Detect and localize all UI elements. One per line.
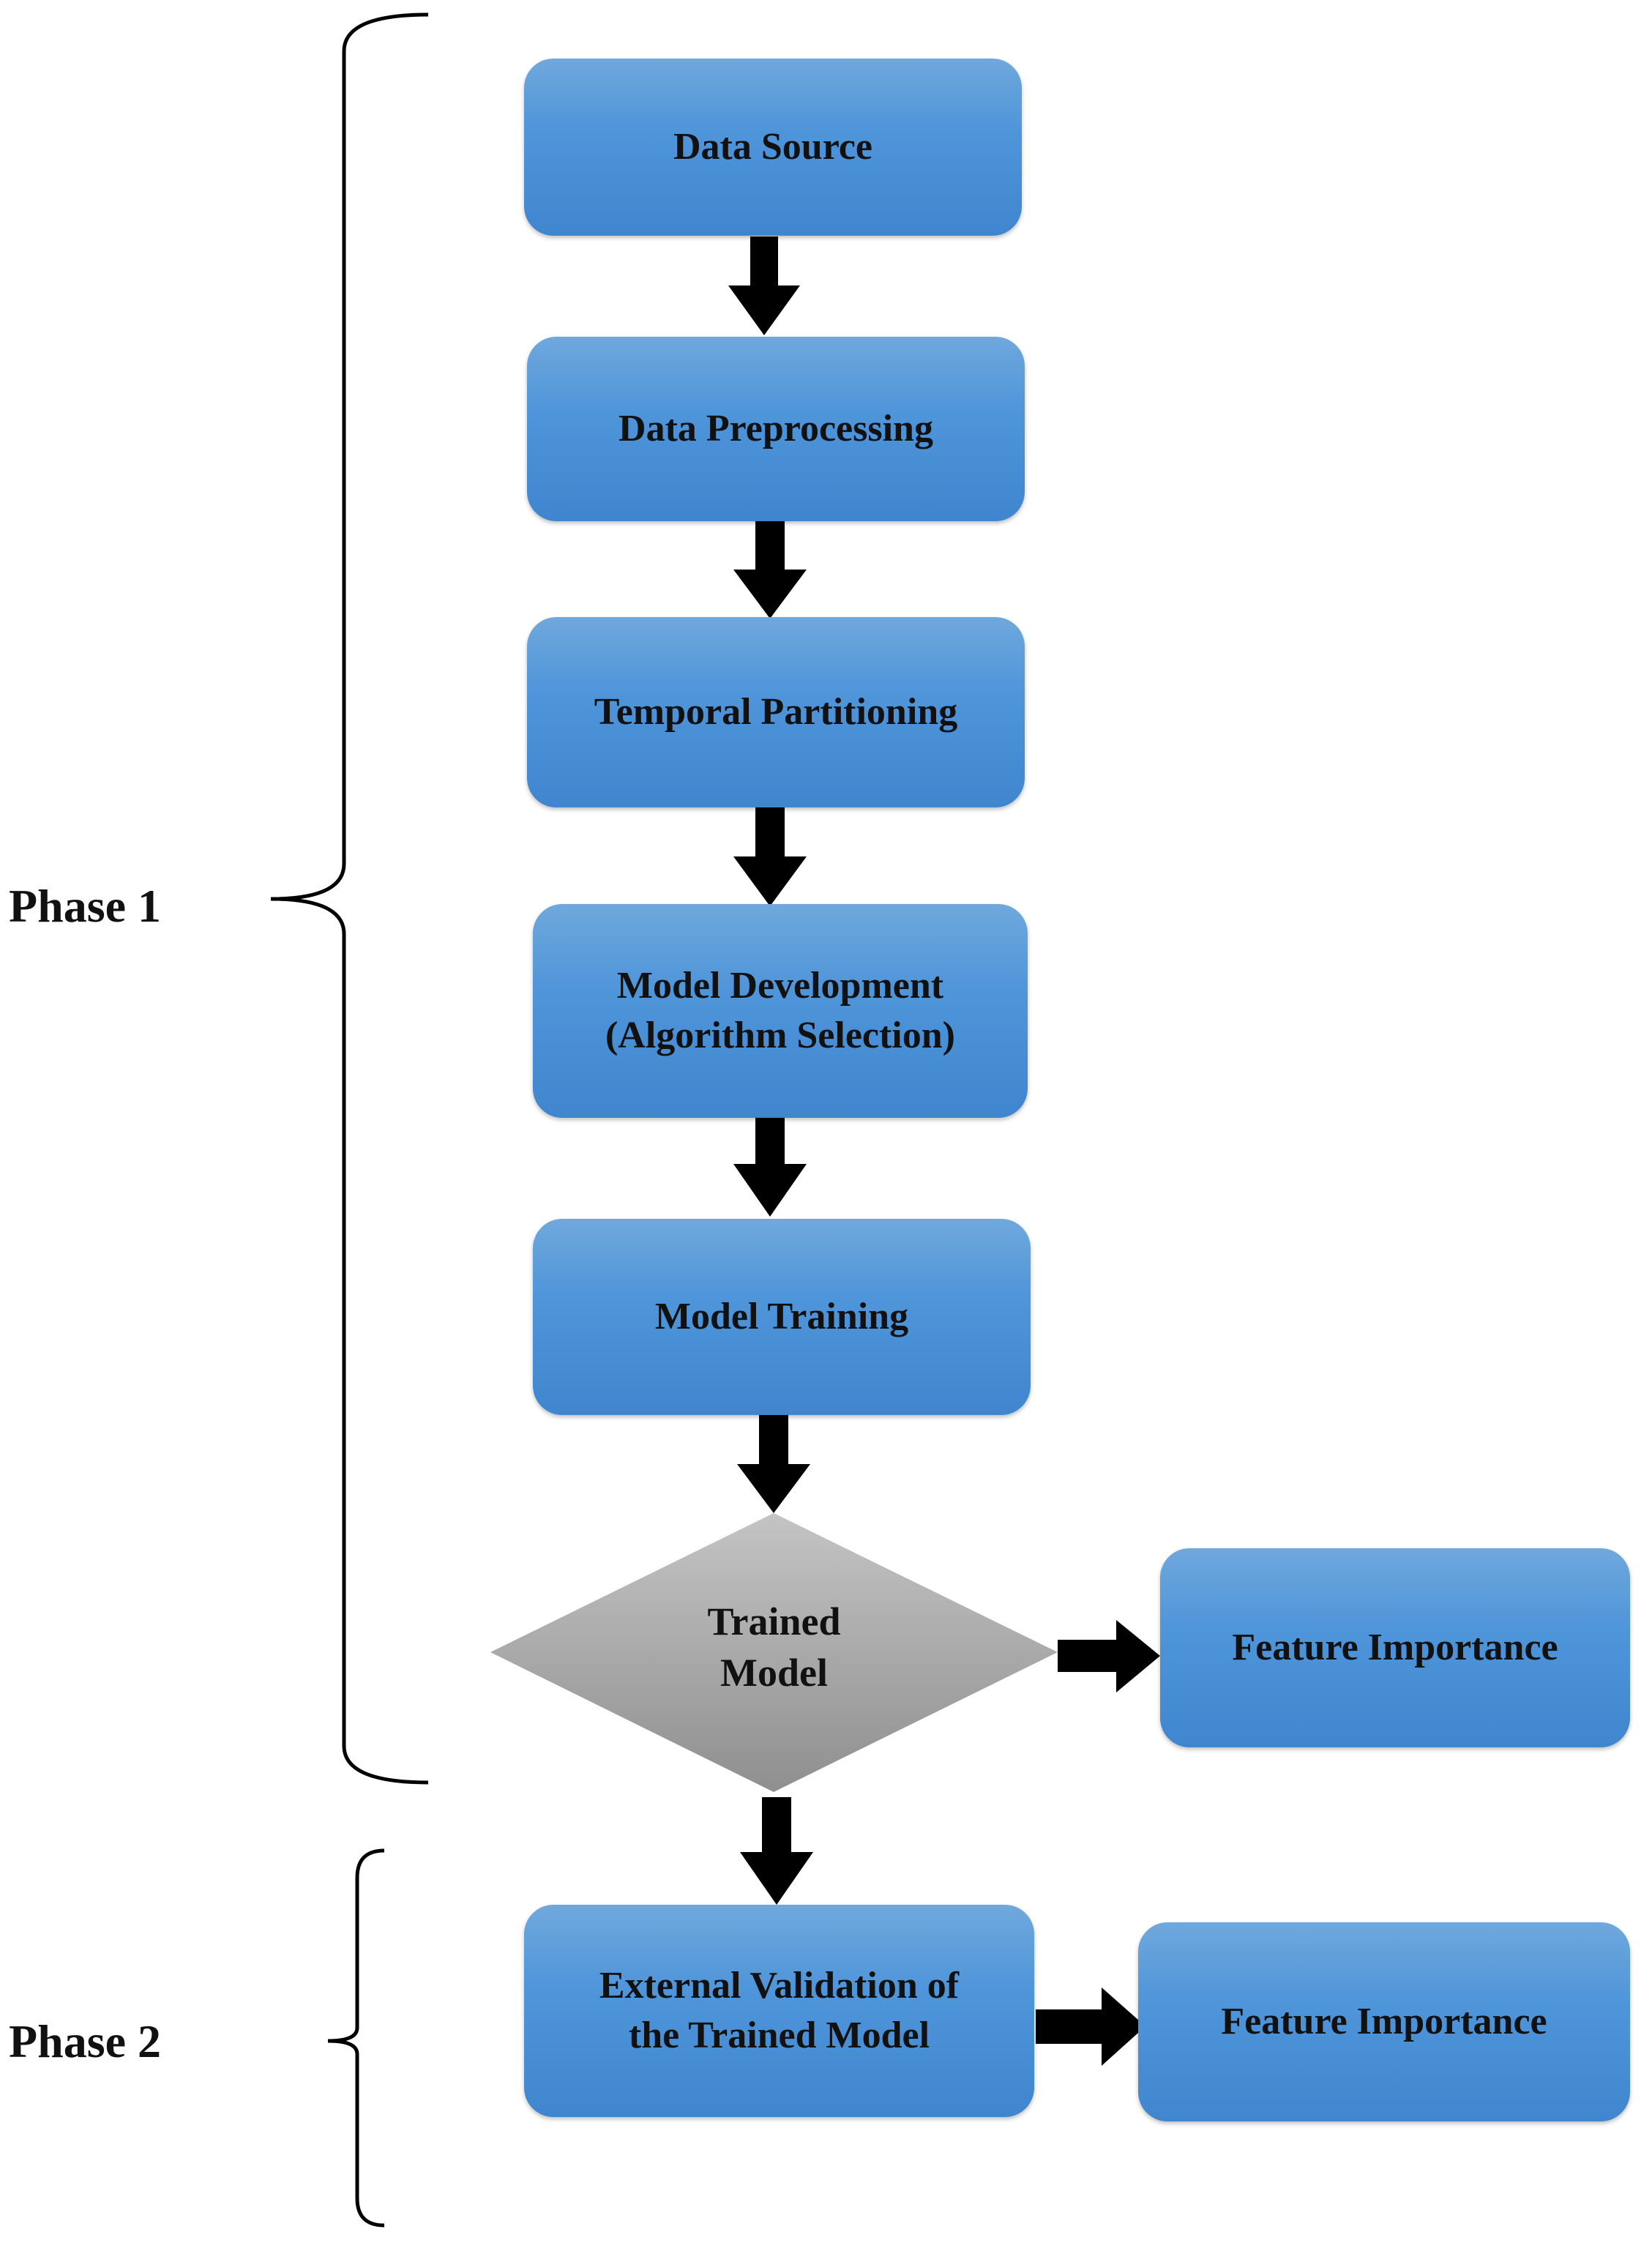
data-source-box: Data Source: [524, 59, 1022, 236]
arrow-validation-to-feature-importance: [1036, 1987, 1145, 2066]
trained-model-diamond: [490, 1513, 1058, 1792]
data-preprocessing-label: Data Preprocessing: [618, 408, 933, 450]
external-validation-line2: the Trained Model: [628, 2015, 930, 2056]
model-development-line1: Model Development: [616, 965, 944, 1007]
right-arrows: [1036, 1620, 1160, 2066]
arrow-development-to-training: [733, 1116, 807, 1217]
external-validation-line1: External Validation of: [599, 1965, 960, 2007]
data-source-label: Data Source: [673, 126, 872, 168]
feature-importance-label-2: Feature Importance: [1221, 2001, 1547, 2043]
feature-importance-box-1: Feature Importance: [1160, 1548, 1630, 1747]
external-validation-label: External Validation of the Trained Model: [599, 1961, 959, 2060]
model-development-box: Model Development (Algorithm Selection): [533, 904, 1028, 1118]
temporal-partitioning-box: Temporal Partitioning: [527, 617, 1025, 807]
phase2-brace: [327, 1848, 385, 2228]
arrow-training-to-decision: [737, 1414, 810, 1513]
trained-model-line1: Trained: [707, 1599, 841, 1643]
trained-model-label: Trained Model: [637, 1585, 911, 1709]
feature-importance-label-1: Feature Importance: [1232, 1627, 1558, 1669]
phase1-brace: [270, 12, 429, 1785]
model-training-label: Model Training: [654, 1296, 909, 1338]
down-arrows: [728, 236, 813, 1905]
temporal-partitioning-label: Temporal Partitioning: [594, 691, 958, 733]
trained-model-line2: Model: [720, 1651, 828, 1695]
model-development-line2: (Algorithm Selection): [605, 1015, 955, 1056]
model-training-box: Model Training: [533, 1219, 1031, 1415]
phase-1-label: Phase 1: [9, 880, 161, 932]
arrow-source-to-preprocessing: [728, 236, 800, 335]
phase-2-label: Phase 2: [9, 2015, 161, 2067]
data-preprocessing-box: Data Preprocessing: [527, 337, 1025, 521]
feature-importance-box-2: Feature Importance: [1138, 1922, 1630, 2121]
model-development-label: Model Development (Algorithm Selection): [605, 961, 955, 1060]
arrow-temporal-to-development: [733, 807, 807, 906]
arrow-preprocessing-to-temporal: [733, 521, 807, 619]
arrow-decision-to-feature-importance: [1058, 1620, 1160, 1692]
external-validation-box: External Validation of the Trained Model: [524, 1905, 1034, 2117]
arrow-decision-to-validation: [740, 1797, 813, 1905]
